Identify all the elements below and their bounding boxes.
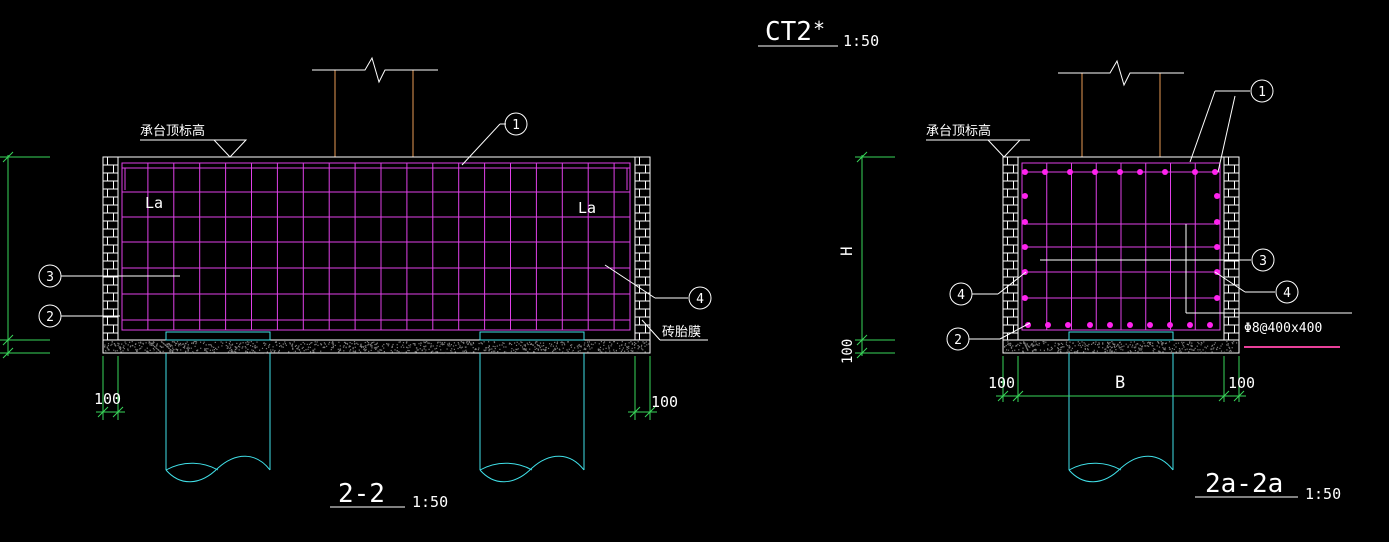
right-rebar-cage: [1021, 162, 1221, 331]
svg-text:3: 3: [1259, 254, 1267, 269]
right-dim-H: H: [837, 246, 856, 256]
left-top-elevation: 承台顶标高: [140, 123, 248, 158]
right-callout-4-right: 4: [1214, 271, 1299, 304]
svg-text:1:50: 1:50: [1305, 485, 1341, 503]
left-pile-cap: [102, 156, 651, 341]
right-dim-100-vertical: 100: [840, 339, 856, 364]
left-formwork-note: 砖胎膜: [641, 319, 708, 341]
left-dimensions: 100 100: [0, 151, 678, 420]
la-label-right: La: [578, 199, 596, 217]
left-callout-4: 4: [604, 264, 712, 310]
title-mark: *: [813, 17, 825, 41]
svg-text:4: 4: [1283, 286, 1291, 301]
left-top-label: 承台顶标高: [140, 123, 205, 139]
svg-text:2-2: 2-2: [338, 479, 385, 509]
svg-text:1:50: 1:50: [412, 493, 448, 511]
svg-text:3: 3: [46, 270, 54, 285]
left-callout-2: 2: [38, 304, 120, 328]
left-dim-100-left: 100: [94, 390, 121, 408]
la-label-left: La: [145, 194, 163, 212]
right-break-symbol: [1058, 59, 1184, 87]
svg-text:4: 4: [957, 288, 965, 303]
left-brick-formwork: [103, 157, 650, 340]
left-dim-100-right: 100: [651, 393, 678, 411]
left-section-title: 2-2 1:50: [330, 479, 448, 511]
right-dimensions: H 100 100 B 100: [837, 151, 1255, 402]
svg-text:Φ8@400x400: Φ8@400x400: [1244, 321, 1322, 336]
right-pile: [1068, 331, 1174, 483]
section-2-2: 承台顶标高 La La 1 3 2 4: [0, 56, 712, 511]
elevation-triangle-icon: [212, 139, 248, 158]
right-cushion-layer: [1004, 341, 1238, 354]
svg-text:砖胎膜: 砖胎膜: [662, 325, 701, 340]
svg-text:4: 4: [696, 292, 704, 307]
left-pile-2: [479, 353, 585, 483]
right-top-elevation: 承台顶标高: [926, 123, 1030, 158]
right-top-label: 承台顶标高: [926, 123, 991, 139]
svg-text:1: 1: [512, 118, 520, 133]
left-pile-1: [165, 353, 271, 483]
right-callout-2: 2: [946, 322, 1031, 351]
right-dim-100-right: 100: [1228, 374, 1255, 392]
title-code: CT2: [765, 17, 812, 47]
svg-text:1: 1: [1258, 85, 1266, 100]
right-dim-100-left: 100: [988, 374, 1015, 392]
left-callout-3: 3: [38, 264, 180, 288]
right-stirrup-note: Φ8@400x400: [1185, 224, 1352, 348]
svg-text:2: 2: [46, 310, 54, 325]
left-column: [312, 56, 438, 157]
right-dim-B: B: [1115, 373, 1125, 393]
svg-text:2a-2a: 2a-2a: [1205, 469, 1283, 499]
left-break-symbol: [312, 56, 438, 84]
drawing-title: CT2 * 1:50: [758, 17, 879, 50]
title-scale: 1:50: [843, 32, 879, 50]
right-callout-1: 1: [1189, 79, 1274, 173]
right-section-title: 2a-2a 1:50: [1195, 469, 1341, 503]
left-pile-heads: [165, 331, 585, 341]
section-2a-2a: 承台顶标高 1 3 4 4: [837, 59, 1352, 503]
svg-text:2: 2: [954, 333, 962, 348]
right-callout-3: 3: [1040, 248, 1275, 272]
left-cushion-outline: [102, 339, 651, 354]
right-callout-4-left: 4: [949, 271, 1027, 306]
left-callout-1: 1: [461, 112, 528, 166]
elevation-triangle-icon: [986, 139, 1022, 158]
left-rebar-mesh: [121, 162, 631, 331]
left-cushion-layer: [104, 341, 650, 354]
right-column: [1058, 59, 1184, 157]
